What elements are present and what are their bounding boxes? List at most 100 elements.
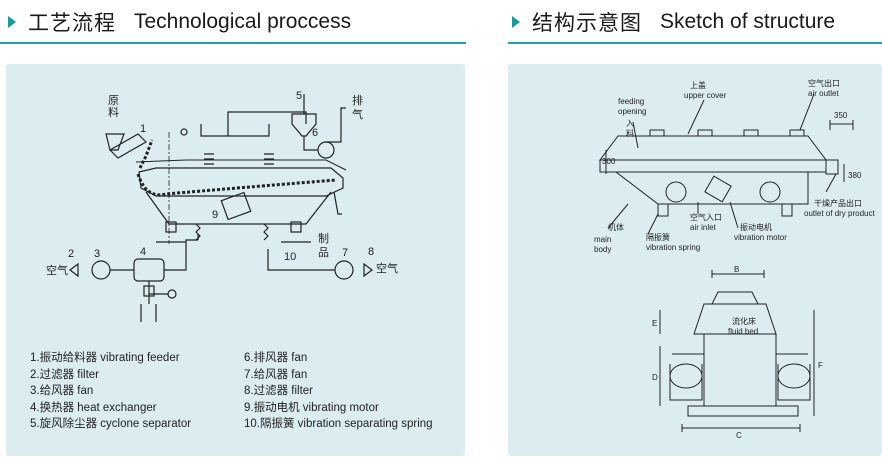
num-2: 2 [68, 248, 74, 260]
air-outlet-zh: 空气出口 [808, 78, 840, 88]
feeding-zh1: 入 [626, 119, 634, 128]
vibration-spring-left [195, 223, 201, 241]
top-port-bottom [711, 291, 759, 305]
dry-product-outlet [825, 159, 839, 175]
spring-zh: 隔振簧 [646, 232, 670, 242]
num-9: 9 [212, 209, 218, 221]
triangle-bullet-icon [8, 16, 16, 28]
legend-item: 6.排风器 fan [244, 352, 308, 364]
left-spring-box [669, 363, 703, 389]
num-7: 7 [342, 247, 348, 259]
heat-exchanger-4 [133, 258, 165, 282]
legend-item: 5.旋风除尘器 cyclone separator [30, 418, 192, 430]
feeding-en1: feeding [618, 97, 644, 106]
upper-cover-zh: 上盖 [690, 80, 706, 90]
num-1: 1 [140, 123, 146, 135]
main-body-en1: main [594, 235, 611, 244]
dim-300: 300 [602, 157, 616, 166]
vibration-motor-shape [704, 175, 732, 203]
feeder-hopper [105, 133, 125, 151]
triangle-bullet-icon [512, 16, 520, 28]
product-label-2: 品 [318, 246, 329, 259]
fan-3 [91, 260, 111, 280]
fluid-bed-shape [703, 333, 777, 407]
main-body-zh: 机体 [608, 222, 624, 232]
num-6: 6 [312, 127, 318, 139]
num-8: 8 [368, 246, 374, 258]
top-duct-left [200, 124, 270, 137]
left-header-underline [0, 42, 466, 44]
num-10: 10 [284, 251, 296, 263]
exhaust-fan [317, 141, 335, 159]
legend-item: 9.振动电机 vibrating motor [244, 401, 379, 414]
dry-outlet-en: outlet of dry product [804, 209, 875, 218]
vibrating-motor-shape [220, 191, 252, 221]
num-5: 5 [296, 90, 302, 102]
feeding-zh2: 料 [626, 128, 634, 138]
main-body-en2: body [594, 245, 611, 254]
num-4: 4 [140, 246, 146, 258]
structure-panel [508, 64, 882, 456]
air-label-right: 空气 [376, 261, 398, 275]
air-outlet-en: air outlet [808, 89, 839, 98]
spring-hatch-2 [264, 153, 274, 165]
dim-F: F [818, 361, 823, 370]
legend-left-column: 1.振动给料器 vibrating feeder 2.过滤器 filter 3.… [30, 350, 191, 433]
raw-material-label-1: 原 [108, 95, 119, 107]
dim-C: C [736, 431, 742, 440]
legend-right-column: 6.排风器 fan 7.给风器 fan 8.过滤器 filter 9.振动电机 … [244, 350, 433, 433]
cyclone-separator [291, 113, 317, 137]
legend-item: 10.隔振簧 vibration separating spring [244, 418, 433, 430]
dim-E: E [652, 319, 657, 328]
dim-D: D [652, 373, 658, 382]
exhaust-label-2: 气 [352, 107, 363, 121]
right-title-zh: 结构示意图 [532, 12, 642, 35]
right-header-underline [508, 42, 882, 44]
product-label-1: 制 [318, 232, 329, 245]
dryer-lid [135, 159, 347, 171]
spring-hatch-1 [204, 153, 214, 165]
air-label-left: 空气 [46, 263, 68, 277]
num-3: 3 [94, 248, 100, 260]
exhaust-label-1: 排 [352, 93, 363, 107]
dim-380: 380 [848, 171, 862, 180]
fluid-bed-zh: 流化床 [732, 316, 756, 326]
left-section-header: 工艺流程 Technological proccess [8, 0, 351, 44]
dim-B: B [734, 265, 739, 274]
right-section-header: 结构示意图 Sketch of structure [512, 0, 835, 44]
main-body-shape [614, 171, 809, 205]
motor-en: vibration motor [734, 233, 787, 242]
fan-7 [334, 260, 354, 280]
filter-2 [69, 262, 79, 278]
legend-item: 8.过滤器 filter [244, 385, 314, 397]
legend-item: 4.换热器 heat exchanger [30, 401, 157, 414]
filter-8 [363, 262, 373, 278]
structure-diagram: 上盖 upper cover 空气出口 air outlet feeding o… [594, 78, 875, 440]
spring-en: vibration spring [646, 243, 700, 252]
right-spring-box [777, 363, 811, 389]
legend-item: 7.给风器 fan [244, 368, 308, 381]
fluid-bed-en: fluid bed [728, 327, 758, 336]
body-band [599, 159, 827, 173]
dryer-body [138, 167, 344, 197]
top-duct-main [227, 111, 307, 136]
process-panel [6, 64, 465, 456]
left-title-zh: 工艺流程 [28, 12, 116, 35]
legend-item: 2.过滤器 filter [30, 368, 100, 381]
bed-chain [136, 173, 337, 197]
upper-cover-en: upper cover [684, 91, 727, 100]
air-inlet-zh: 空气入口 [690, 212, 722, 222]
legend-item: 1.振动给料器 vibrating feeder [30, 352, 180, 364]
dryer-bottom [145, 191, 332, 225]
motor-zh: 振动电机 [740, 222, 772, 232]
process-flow-diagram: 原 料 1 2 3 4 5 6 7 8 9 10 排 气 空气 空气 制 品 [46, 90, 398, 322]
feeding-en2: opening [618, 107, 646, 116]
dry-outlet-zh: 干燥产品出口 [814, 198, 862, 208]
left-title-en: Technological proccess [134, 10, 352, 33]
air-inlet-en: air inlet [690, 223, 717, 232]
raw-material-label-2: 料 [108, 105, 119, 119]
condensate-lines [140, 304, 157, 322]
vibrating-feeder [109, 133, 147, 159]
upper-cover-shape [599, 135, 827, 161]
right-title-en: Sketch of structure [660, 10, 836, 33]
